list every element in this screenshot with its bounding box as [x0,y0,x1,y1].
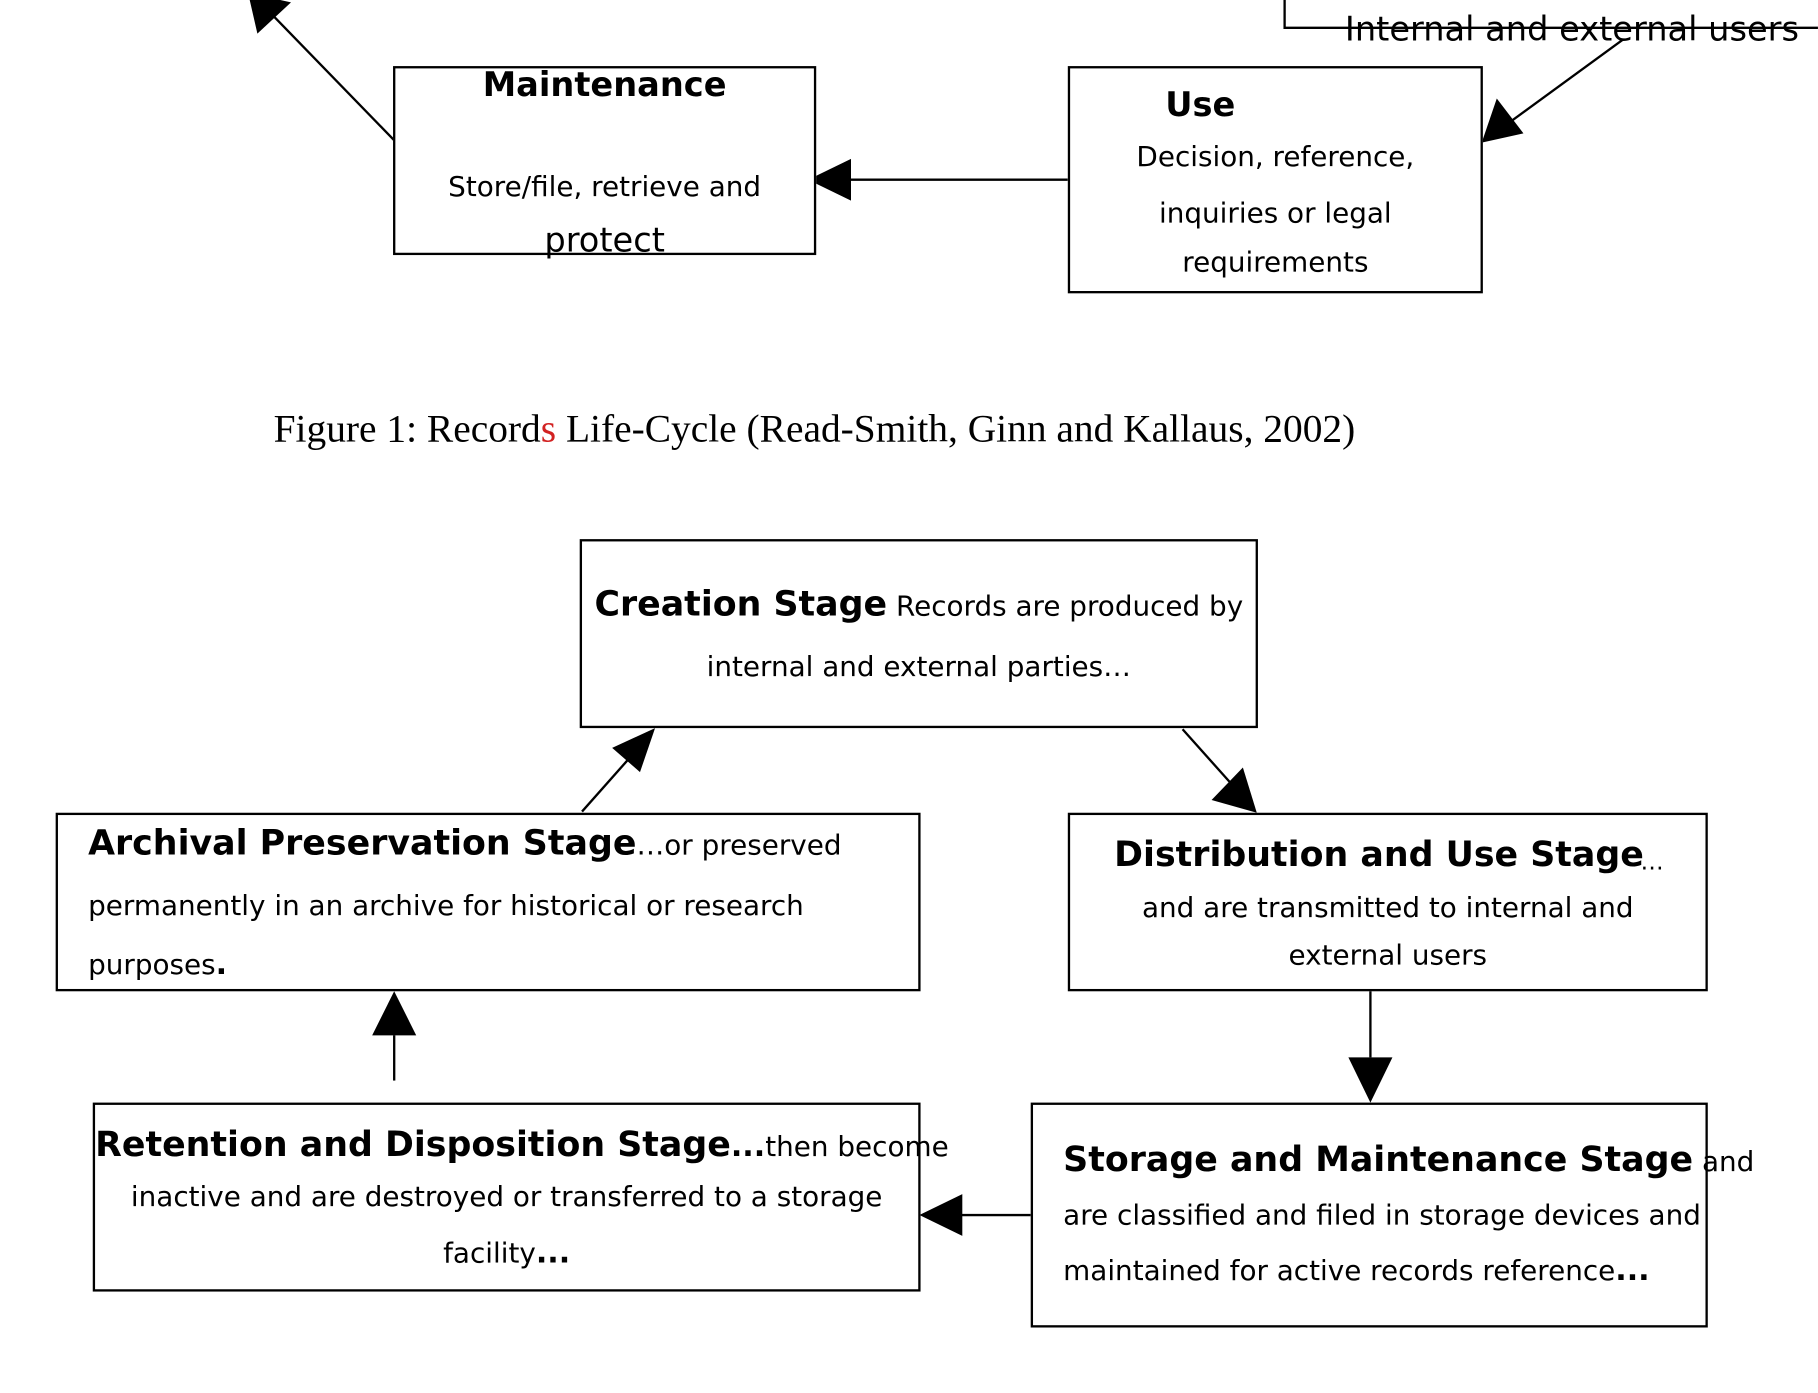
caption-text-end: Life-Cycle (Read-Smith, Ginn and Kallaus… [556,408,1356,452]
maintenance-text-1: Store/file, retrieve and [448,170,762,203]
archival-stage-title: Archival Preservation Stage [88,823,637,864]
storage-stage-title: Storage and Maintenance Stage [1063,1139,1694,1181]
arrow-users-to-use [1506,38,1624,125]
storage-stage-text-1: and [1693,1145,1755,1178]
creation-stage-title: Creation Stage [594,584,888,625]
retention-stage-dots: ... [730,1129,766,1165]
arrowhead-offscreen [249,0,292,34]
retention-stage-text-3: facility [443,1237,536,1270]
arrowhead-maintenance [808,158,851,201]
retention-stage-ellipsis: ... [535,1235,571,1271]
arrowhead-distribution [1211,767,1257,813]
archival-stage-text-3: purposes [88,948,216,981]
caption-text-start: Figure 1: Record [273,408,541,452]
distribution-stage-text-1: and are transmitted to internal and [1141,891,1634,925]
use-text-1: Decision, reference, [1136,140,1415,173]
caption-red-letter: s [540,408,557,452]
retention-stage-line-1: Retention and Disposition Stage...then b… [95,1124,949,1166]
creation-stage-text-2: internal and external parties… [706,650,1132,683]
distribution-stage-text-2: external users [1288,939,1488,972]
storage-stage-ellipsis: ... [1615,1253,1650,1289]
partial-users-label: Internal and external users [1344,9,1800,49]
creation-stage-box: Creation Stage Records are produced by i… [579,539,1258,729]
distribution-stage-ellipsis: … [1640,847,1664,876]
maintenance-box: Maintenance Store/file, retrieve and pro… [393,64,817,260]
arrowhead-archival [372,991,417,1036]
use-text-3: requirements [1182,245,1369,279]
creation-stage-line-1: Creation Stage Records are produced by [582,584,1256,625]
arrowhead-retention [919,1194,963,1236]
distribution-stage-title: Distribution and Use Stage [1114,834,1644,876]
archival-stage-text-1: …or preserved [636,828,842,862]
maintenance-text-2: protect [544,220,665,260]
archival-stage-text-2: permanently in an archive for historical… [88,889,804,922]
figure-caption: Figure 1: Records Life-Cycle (Read-Smith… [274,408,1356,452]
arrowhead-use [1481,98,1524,143]
arrow-to-offscreen [272,15,396,142]
use-box: Use Decision, reference, inquiries or le… [1067,66,1483,294]
storage-stage-line-3: maintained for active records reference.… [1063,1253,1649,1288]
arrowhead-creation [612,728,656,773]
archival-stage-line-1: Archival Preservation Stage…or preserved [88,823,841,864]
creation-stage-text-1: Records are produced by [887,590,1244,623]
retention-stage-text-1: then become [765,1130,949,1163]
archival-stage-period: . [215,947,228,983]
distribution-stage-box: Distribution and Use Stage … and are tra… [1067,812,1708,992]
storage-stage-box: Storage and Maintenance Stage and are cl… [1030,1102,1754,1328]
storage-stage-text-2: are classified and filed in storage devi… [1063,1198,1701,1232]
retention-stage-line-3: facility... [95,1236,918,1271]
storage-stage-text-3: maintained for active records reference [1063,1254,1616,1287]
arrow-creation-to-distribution [1181,728,1233,785]
archival-stage-line-3: purposes. [88,947,227,982]
retention-stage-title: Retention and Disposition Stage [95,1124,731,1166]
partial-box-outline [1283,0,1818,29]
storage-stage-line-1: Storage and Maintenance Stage and [1063,1140,1754,1181]
use-title: Use [1165,84,1236,125]
arrowhead-storage [1348,1057,1393,1103]
use-text-2: inquiries or legal [1159,197,1392,230]
retention-stage-text-2: inactive and are destroyed or transferre… [130,1180,883,1213]
maintenance-title: Maintenance [482,64,727,105]
retention-stage-box: Retention and Disposition Stage...then b… [92,1102,949,1292]
arrow-archival-to-creation [581,759,629,813]
archival-stage-box: Archival Preservation Stage…or preserved… [55,812,921,992]
